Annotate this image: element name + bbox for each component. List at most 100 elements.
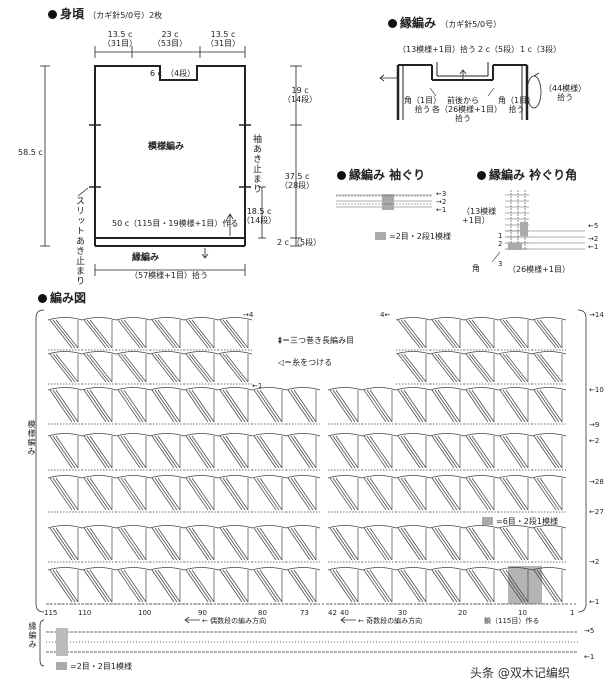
- row-mark-right-9: →9: [589, 421, 600, 429]
- stitch-motif: [115, 433, 151, 471]
- pickup-right: 1 c（3段）: [520, 45, 562, 54]
- edge-title: 縁編み （カギ針5/0号）: [388, 14, 501, 31]
- stitch-motif: [327, 525, 363, 563]
- stitch-motif: [361, 387, 397, 425]
- direction-odd: ← 奇数段の編み方向: [358, 617, 423, 625]
- stitch-motif: [81, 351, 117, 385]
- stitch-motif: [149, 433, 185, 471]
- gray-swatch: [56, 662, 67, 670]
- stitch-motif: [395, 351, 431, 385]
- stitch-motif: [217, 433, 253, 471]
- armhole-legend: =2目・2段1模様: [375, 232, 451, 241]
- stitch-motif: [497, 433, 533, 471]
- row-mark-right-10: ←10: [589, 386, 604, 394]
- stitch-motif: [531, 387, 567, 425]
- neck-corner-chart: [491, 190, 585, 263]
- stitch-motif: [429, 525, 465, 563]
- center-pickup-note: 前後から各（26模様+1目）拾う: [432, 96, 502, 123]
- stitch-motif: [395, 475, 431, 513]
- armhole-row-3: ←3: [436, 190, 447, 198]
- row-mark-left-1: ←1: [252, 382, 263, 390]
- stitch-motif: [115, 351, 151, 385]
- stitch-motif: [429, 433, 465, 471]
- stitch-motif: [497, 525, 533, 563]
- stitch-num-1: 1: [570, 609, 575, 617]
- stitch-motif: [327, 387, 363, 425]
- edge-height: 2 c（5段）: [277, 238, 322, 247]
- neck-dimension: 6 c（4段）: [150, 69, 196, 78]
- stitch-motif: [47, 317, 83, 351]
- edge-overview: [379, 62, 542, 120]
- neck-corner-bottom: （26模様+1目）: [508, 265, 570, 274]
- watermark: 头条 @双木记编织: [470, 666, 570, 680]
- edge-legend: =2目・2目1模様: [56, 662, 132, 671]
- stitch-motif: [115, 525, 151, 563]
- stitch-motif: [251, 567, 287, 605]
- stitch-motif: [497, 317, 533, 351]
- block-legend: =6目・2段1模様: [482, 517, 558, 526]
- top-width-center: 23 c（53目）: [152, 30, 188, 48]
- stitch-motif: [361, 567, 397, 605]
- stitch-motif: [395, 525, 431, 563]
- stitch-motif: [251, 525, 287, 563]
- stitch-motif: [183, 387, 219, 425]
- row-mark-right-top-4: 4←: [380, 311, 391, 319]
- stitch-motif: [217, 351, 253, 385]
- stitch-motif: [285, 387, 321, 425]
- sleeve-opening-note: 袖あき止まり: [251, 134, 261, 194]
- corner-mark-2: 2: [498, 240, 503, 248]
- corner-left-note: 角（1目）拾う: [404, 96, 442, 114]
- stitch-motif: [217, 317, 253, 351]
- gray-swatch: [482, 517, 493, 525]
- right-top-dimension: 19 c（14段）: [283, 86, 318, 104]
- stitch-motif: [251, 475, 287, 513]
- bottom-pickup: （57模様+1目）拾う: [130, 271, 208, 280]
- stitch-motif: [285, 567, 321, 605]
- side-pickup-note: （44模様）拾う: [544, 84, 587, 102]
- row-mark-right-14: →14: [589, 311, 604, 319]
- neck-row-2: →2: [588, 235, 599, 243]
- row-mark-right-27: ←27: [589, 508, 604, 516]
- stitch-motif: [429, 567, 465, 605]
- stitch-motif: [531, 351, 567, 385]
- stitch-motif: [497, 567, 533, 605]
- stitch-num-20: 20: [458, 609, 467, 617]
- stitch-motif: [47, 567, 83, 605]
- stitch-motif: [149, 351, 185, 385]
- stitch-num-10: 10: [518, 609, 527, 617]
- stitch-motif: [361, 433, 397, 471]
- neck-corner-title: 縁編み 衿ぐり角: [477, 166, 577, 183]
- stitch-num-30: 30: [398, 609, 407, 617]
- edge-row-5: →5: [584, 627, 595, 635]
- stitch-motif: [285, 525, 321, 563]
- stitch-motif: [429, 387, 465, 425]
- stitch-num-100: 100: [138, 609, 152, 617]
- stitch-motif: [183, 317, 219, 351]
- bullet-icon: [337, 171, 346, 180]
- triple-treble-symbol-icon: ‡: [278, 336, 282, 345]
- attach-yarn-symbol-icon: ◁: [278, 358, 285, 367]
- row-mark-right-2b: →2: [589, 558, 600, 566]
- stitch-motif: [463, 525, 499, 563]
- stitch-motif: [429, 351, 465, 385]
- stitch-motif: [47, 351, 83, 385]
- stitch-num-115: 115: [44, 609, 58, 617]
- stitch-motifs: [47, 317, 567, 605]
- stitch-motif: [327, 567, 363, 605]
- stitch-motif: [463, 567, 499, 605]
- stitch-motif: [47, 475, 83, 513]
- stitch-motif: [183, 525, 219, 563]
- stitch-num-90: 90: [198, 609, 207, 617]
- foundation-note: 50 c（115目・19模様+1目）作る: [112, 219, 239, 228]
- stitch-motif: [429, 475, 465, 513]
- stitch-motif: [463, 387, 499, 425]
- neck-corner-left-note: （13模様+1目）: [462, 207, 497, 225]
- stitch-motif: [429, 317, 465, 351]
- body-title: 身頃 （カギ針5/0号）2枚: [48, 5, 162, 22]
- stitch-motif: [81, 567, 117, 605]
- bullet-icon: [38, 294, 47, 303]
- body-schematic: [40, 46, 302, 276]
- stitch-motif: [395, 317, 431, 351]
- stitch-motif: [115, 387, 151, 425]
